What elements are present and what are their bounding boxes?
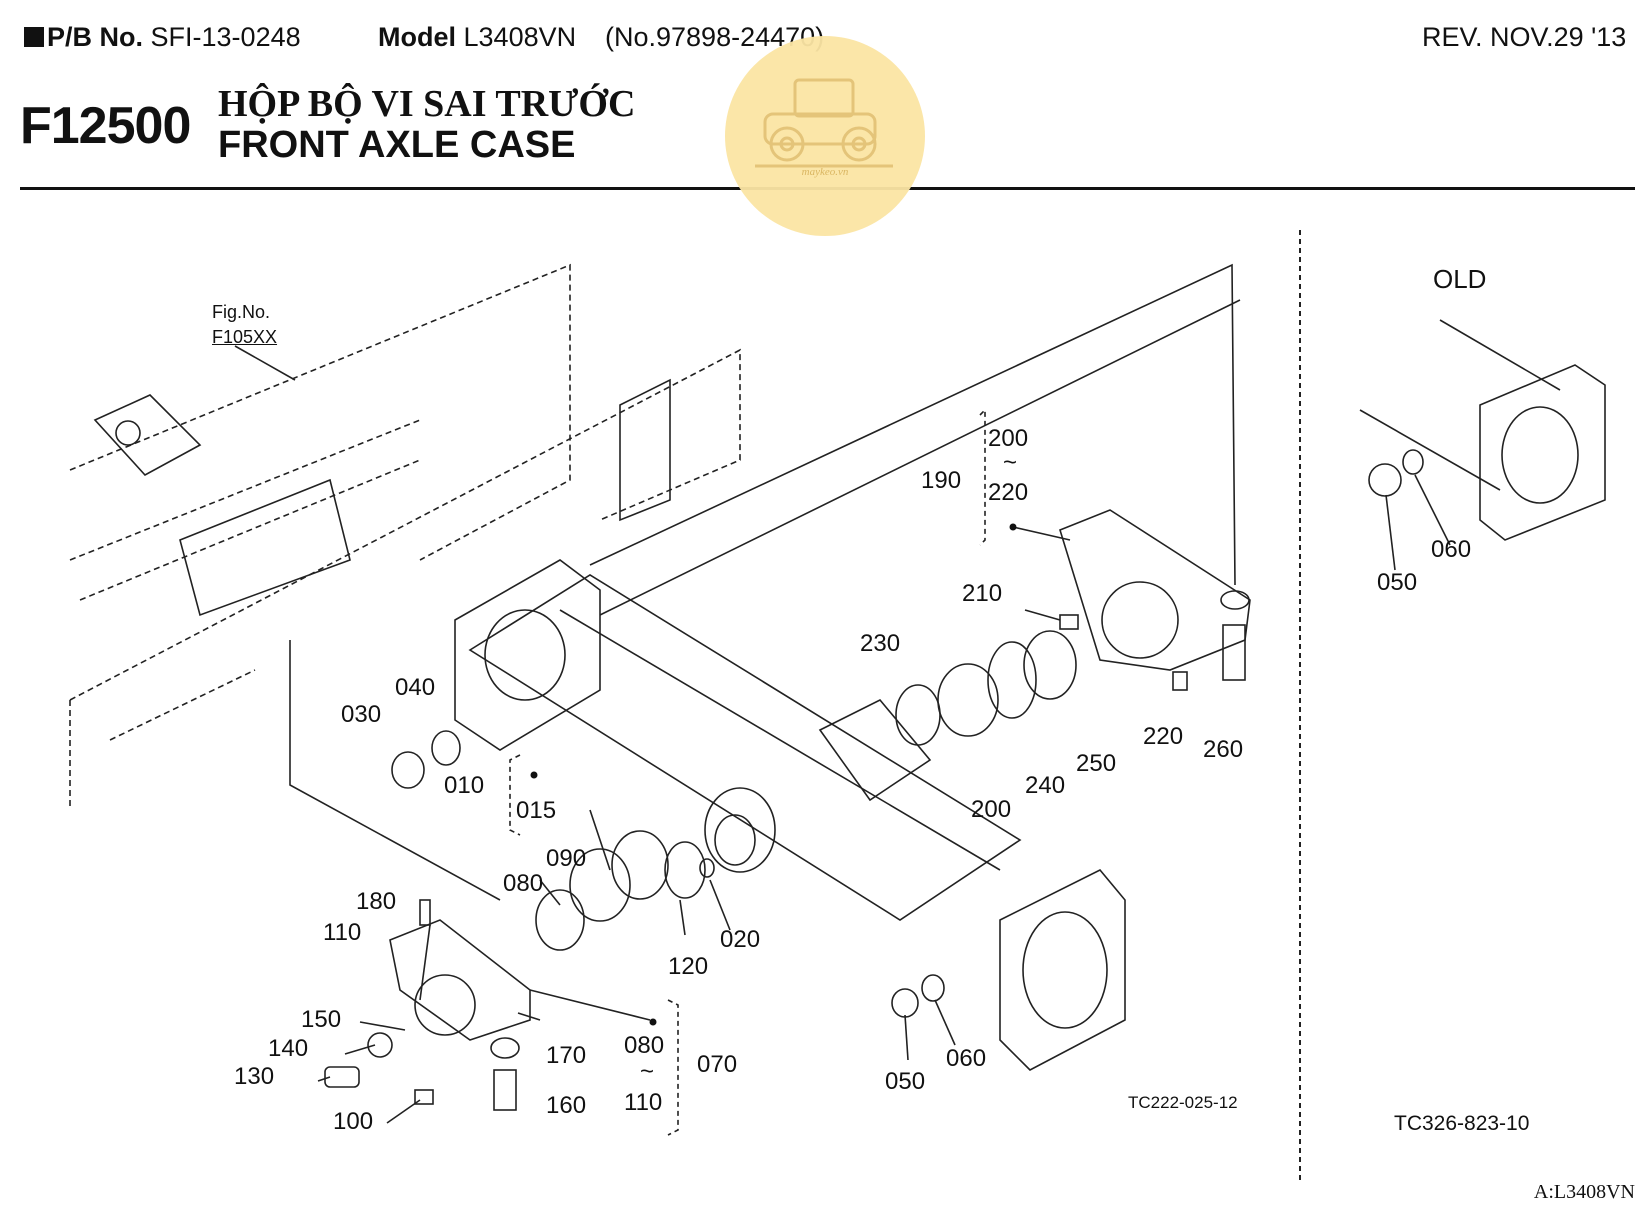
- callout-230[interactable]: 230: [860, 630, 901, 657]
- part-100-nipple: [414, 1089, 434, 1105]
- callout-190[interactable]: 190: [921, 467, 962, 494]
- part-060-washer: [921, 974, 945, 1002]
- part-050-plug: [891, 988, 919, 1018]
- callout-150[interactable]: 150: [301, 1006, 342, 1033]
- part-210-nipple: [1059, 614, 1079, 630]
- callout-120[interactable]: 120: [668, 953, 709, 980]
- callout-140[interactable]: 140: [268, 1035, 309, 1062]
- callout-015[interactable]: 015: [516, 797, 557, 824]
- callout-110b[interactable]: 110: [624, 1089, 663, 1116]
- watermark-logo: maykeo.vn: [725, 36, 925, 236]
- section-code: F12500: [20, 97, 191, 155]
- callout-210[interactable]: 210: [962, 580, 1003, 607]
- callout-170[interactable]: 170: [546, 1042, 587, 1069]
- title-english: FRONT AXLE CASE: [218, 124, 576, 166]
- callout-130[interactable]: 130: [234, 1063, 275, 1090]
- callout-220[interactable]: 220: [988, 479, 1029, 506]
- frame-bracket: [93, 394, 202, 477]
- callout-160[interactable]: 160: [546, 1092, 587, 1119]
- part-090b: [611, 830, 669, 900]
- part-200: [937, 663, 999, 737]
- part-040-washer: [431, 730, 461, 766]
- part-230: [895, 684, 941, 746]
- part-090: [569, 848, 631, 922]
- callout-080[interactable]: 080: [503, 870, 544, 897]
- frame-outline: [69, 263, 741, 810]
- part-260-bolt: [1222, 624, 1246, 681]
- part-140-nut: [367, 1032, 393, 1058]
- drawing-code-old: TC326-823-10: [1394, 1112, 1530, 1135]
- part-220-plug: [1172, 671, 1188, 691]
- old-flange: [1479, 364, 1606, 541]
- callout-old-050[interactable]: 050: [1377, 569, 1418, 596]
- old-label: OLD: [1433, 264, 1487, 294]
- old-part-060: [1402, 449, 1424, 475]
- callout-060[interactable]: 060: [946, 1045, 987, 1072]
- callout-200[interactable]: 200: [988, 425, 1029, 452]
- figure-ref-label: Fig.No.: [212, 302, 271, 322]
- callout-250[interactable]: 250: [1076, 750, 1117, 777]
- axle-tube: [468, 574, 1022, 921]
- frame-plate: [619, 378, 671, 522]
- callout-020[interactable]: 020: [720, 926, 761, 953]
- part-080: [535, 889, 585, 951]
- part-020: [699, 858, 715, 878]
- callout-050[interactable]: 050: [885, 1068, 926, 1095]
- part-240: [987, 641, 1037, 719]
- callout-180[interactable]: 180: [356, 888, 397, 915]
- footer-model-code: A:L3408VN: [1533, 1181, 1635, 1203]
- part-160-bolt: [493, 1069, 517, 1111]
- callout-200b[interactable]: 200: [971, 796, 1012, 823]
- part-250: [1023, 630, 1077, 700]
- callout-240[interactable]: 240: [1025, 772, 1066, 799]
- revision-date: REV. NOV.29 '13: [1422, 22, 1627, 52]
- watermark-text: maykeo.vn: [801, 166, 849, 178]
- drawing-code-main: TC222-025-12: [1128, 1093, 1238, 1112]
- part-030-plug: [391, 751, 425, 789]
- callout-010[interactable]: 010: [444, 772, 485, 799]
- old-part-050: [1368, 463, 1402, 497]
- frame-crossmember: [179, 478, 351, 617]
- callout-070[interactable]: 070: [697, 1051, 738, 1078]
- pb-value: SFI-13-0248: [150, 22, 301, 52]
- square-bullet-icon: [24, 27, 44, 47]
- part-130-bolt: [324, 1066, 360, 1088]
- part-120: [664, 841, 706, 899]
- callout-100[interactable]: 100: [333, 1108, 374, 1135]
- title-vietnamese: HỘP BỘ VI SAI TRƯỚC: [218, 83, 636, 125]
- callout-080b[interactable]: 080: [624, 1032, 665, 1059]
- left-flange: [454, 559, 601, 751]
- callout-030[interactable]: 030: [341, 701, 382, 728]
- callout-260[interactable]: 260: [1203, 736, 1244, 763]
- right-flange: [999, 869, 1126, 1071]
- callout-220b[interactable]: 220: [1143, 723, 1184, 750]
- model-value: L3408VN: [463, 22, 577, 52]
- model-info: Model L3408VN: [378, 22, 577, 52]
- pb-number: P/B No. SFI-13-0248: [24, 22, 301, 53]
- part-170-washer: [490, 1037, 520, 1059]
- callout-range-tilde-b: ~: [640, 1058, 655, 1085]
- callout-110[interactable]: 110: [323, 919, 362, 946]
- part-190-bracket: [1059, 509, 1251, 671]
- pinion-bearing-housing: [704, 787, 776, 873]
- part-070-knuckle: [389, 919, 531, 1041]
- callout-old-060[interactable]: 060: [1431, 536, 1472, 563]
- part-180-pin: [419, 899, 431, 926]
- callout-040[interactable]: 040: [395, 674, 436, 701]
- figure-ref-value[interactable]: F105XX: [212, 327, 278, 347]
- callout-090[interactable]: 090: [546, 845, 587, 872]
- callout-range-tilde: ~: [1003, 449, 1018, 476]
- tractor-icon: [755, 78, 893, 168]
